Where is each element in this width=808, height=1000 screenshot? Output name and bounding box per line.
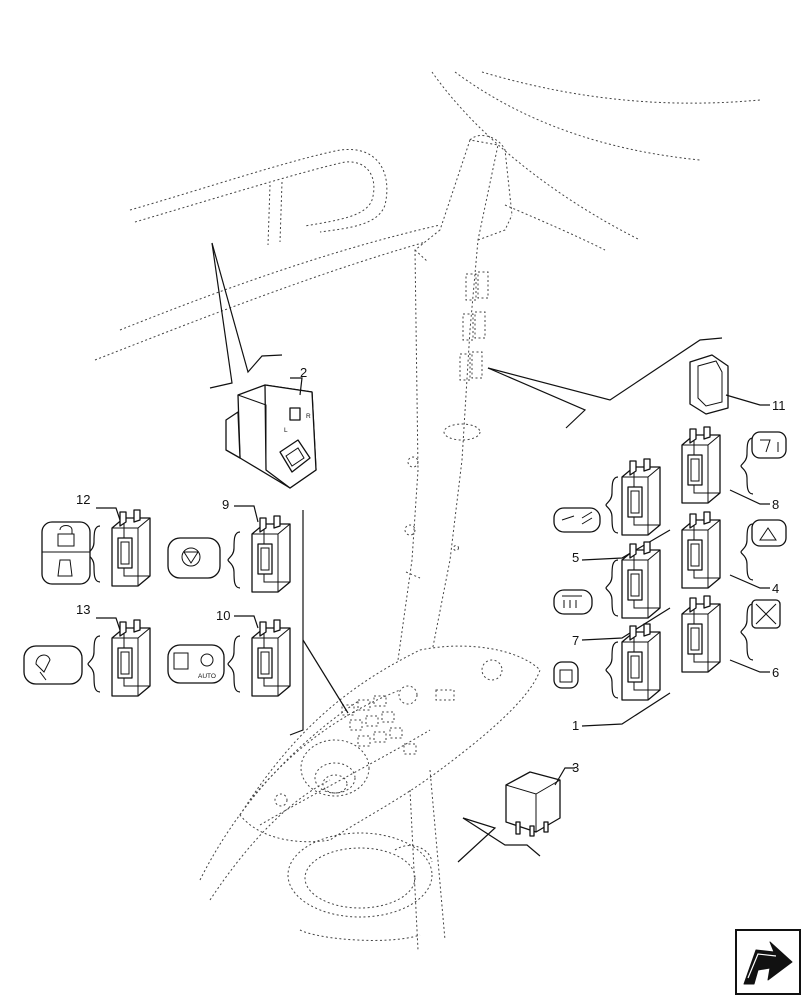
callout-2: 2 <box>300 365 307 380</box>
rocker-switch-12 <box>41 507 151 587</box>
relay <box>505 767 575 837</box>
next-page-arrow-icon[interactable] <box>735 929 801 995</box>
callout-8: 8 <box>772 497 779 512</box>
rocker-switch-8 <box>681 426 787 505</box>
callout-1: 1 <box>572 718 579 733</box>
callout-13: 13 <box>76 602 90 617</box>
callout-11: 11 <box>772 398 786 413</box>
callout-10: 10 <box>216 608 230 623</box>
rocker-switch-10: AUTO <box>167 615 291 697</box>
cab-outline <box>94 71 761 951</box>
callout-labels: 1 2 3 4 5 6 7 8 9 10 11 12 13 <box>76 365 786 775</box>
callout-12: 12 <box>76 492 90 507</box>
auto-mark: AUTO <box>198 673 216 680</box>
callout-5: 5 <box>572 550 579 565</box>
rocker-switch-4 <box>681 511 787 589</box>
rocker-switch-13 <box>23 617 151 697</box>
mirror-switch-left-mark: L <box>284 427 288 434</box>
rocker-switch-5 <box>553 458 671 561</box>
rocker-switch-1 <box>553 623 671 727</box>
callout-4: 4 <box>772 581 779 596</box>
mirror-control-switch: L R <box>225 377 317 489</box>
mirror-switch-right-mark: R <box>306 413 311 420</box>
callout-6: 6 <box>772 665 779 680</box>
rocker-switch-6 <box>681 595 781 673</box>
callout-3: 3 <box>572 760 579 775</box>
rocker-switch-9 <box>167 505 291 593</box>
rocker-switch-7 <box>553 541 671 641</box>
leader-lines <box>209 242 723 863</box>
switch-cover-cap <box>689 354 770 415</box>
callout-7: 7 <box>572 633 579 648</box>
callout-9: 9 <box>222 497 229 512</box>
